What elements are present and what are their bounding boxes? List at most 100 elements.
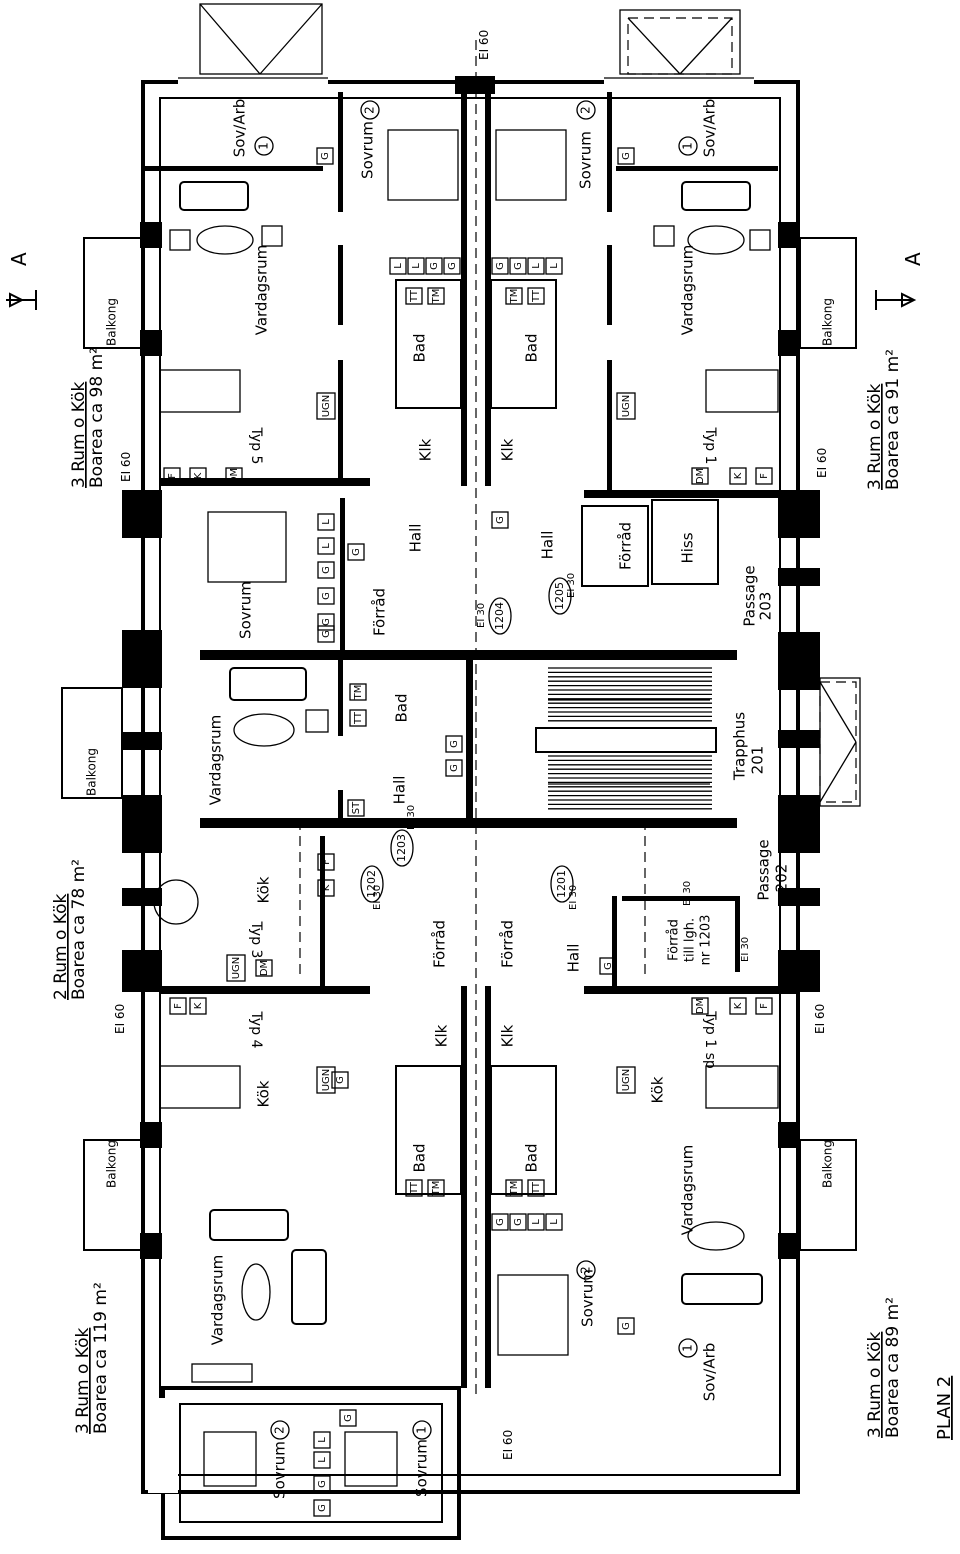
room-kok-br: Kök [649,1076,667,1103]
fixture-g-box-0 [316,147,334,165]
fixture-g-box-27 [317,625,335,643]
fixture-tm-box-31 [349,683,367,701]
fixture-ugn-box-37 [226,954,246,982]
plan-label: PLAN 2 [934,1376,955,1440]
room-forrad-note-1: Förråd [667,919,682,961]
furniture [153,129,779,1487]
room-balkong-tr: Balkong [821,298,835,346]
room-hall-mid: Hall [391,776,409,805]
fire-rating-bottom: EI 60 [501,1430,515,1460]
room-sovrum-br: Sovrum [579,1269,597,1327]
apartment-number-1203-ring [390,829,414,867]
room-sovrum-bottom-left: Sovrum [271,1441,289,1499]
apt-119-area: Boarea ca 119 m² [91,1282,111,1434]
room-sov-arb-tr: Sov/Arb [701,99,719,158]
room-hiss: Hiss [679,532,697,563]
room-bad-mid: Bad [393,693,411,722]
fixture-k-36: K [321,884,332,891]
room-klk-br: Klk [499,1024,517,1047]
room-forrad-right-mid: Förråd [499,920,517,968]
room-passage-203-number: 203 [757,592,775,621]
room-kok-bl: Kök [255,1080,273,1107]
fixture-l-10: L [549,263,560,269]
fixture-st-box-34 [347,799,365,817]
fixture-g-43: G [335,1076,346,1084]
circle-two-tl-ring [360,100,380,120]
fixture-k-box-41 [189,997,207,1015]
room-hall-right-top: Hall [539,531,557,560]
fixture-g-58: G [317,1480,328,1488]
fixture-g-29: G [495,516,506,524]
room-bad-tr: Bad [523,333,541,362]
fixture-l-box-54 [527,1213,545,1231]
fixture-tt-box-5 [405,287,423,305]
kitchen-typ1-sp: Typ 1 sp [702,1010,718,1069]
fixture-ugn-box-44 [616,1066,636,1094]
fire-rating-ei30-1204: EI 30 [476,603,487,628]
circle-two-bottom-left-ring [270,1420,290,1440]
kitchen-typ3: Typ 3 [248,921,264,959]
fixture-k-box-16 [189,467,207,485]
room-balkong-br: Balkong [821,1140,835,1188]
fixture-tm-box-49 [427,1179,445,1197]
apartment-number-1202: 1202 [365,870,378,898]
fixture-g-box-39 [599,957,617,975]
fixture-f-box-35 [317,853,335,871]
fixture-g-3: G [429,262,440,270]
fixture-tt-box-30 [349,709,367,727]
room-vardagsrum-br: Vardagsrum [679,1145,697,1236]
fire-rating-top: EI 60 [477,30,491,60]
fixture-tm-31: TM [353,685,364,701]
apt-89-title: 3 Rum o Kök [865,1331,885,1438]
apartment-number-1204-ring [488,597,512,635]
fixture-l-23: L [321,543,332,549]
room-forrad-note-3: nr 1203 [699,915,714,966]
circle-one-bottom: 1 [415,1426,429,1434]
apt-91-area: Boarea ca 91 m² [883,349,903,490]
fixture-g-box-43 [331,1071,349,1089]
room-vardagsrum-mid: Vardagsrum [207,715,225,806]
fixture-tt-box-48 [405,1179,423,1197]
fixture-g-box-7 [491,257,509,275]
fixture-l-box-60 [313,1431,331,1449]
fixture-tm-50: TM [509,1181,520,1197]
fixture-l-22: L [321,519,332,525]
fixture-ugn-box-42 [316,1066,336,1094]
apt-91-title: 3 Rum o Kök [865,383,885,490]
room-kok-mid: Kök [255,876,273,903]
section-arrow-right [875,290,917,310]
room-passage-203: Passage [741,565,759,626]
room-sovrum-bottom-right: Sovrum [413,1439,431,1497]
fixture-tm-11: TM [509,289,520,305]
apt-89-area: Boarea ca 89 m² [883,1297,903,1438]
circle-one-br: 1 [681,1344,695,1352]
fixture-k-41: K [193,1002,204,1009]
fixture-g-box-29 [491,511,509,529]
circle-one-tr: 1 [681,142,695,150]
fire-rating-ei30-1205: EI 30 [566,573,577,598]
fixture-l-box-22 [317,513,335,531]
apartment-number-1203: 1203 [395,834,408,862]
fixture-g-26: G [321,618,332,626]
fixture-l-box-1 [389,257,407,275]
apt-98-label: 3 Rum o Kök Boarea ca 98 m² [69,347,107,488]
room-klk-tr: Klk [499,438,517,461]
fixture-g-box-56 [617,1317,635,1335]
fixture-g-box-58 [313,1475,331,1493]
room-bad-br: Bad [523,1143,541,1172]
apt-119-title: 3 Rum o Kök [73,1327,93,1434]
fixture-ugn-18: UGN [621,395,632,418]
fire-rating-left-top: EI 60 [119,452,133,482]
fixture-g-4: G [447,262,458,270]
fixture-g-box-28 [347,543,365,561]
circle-one-br-ring [678,1338,698,1358]
fixture-l-54: L [531,1219,542,1225]
fixture-g-39: G [603,962,614,970]
left-wall-piers [122,222,162,1259]
fixture-g-box-8 [509,257,527,275]
fixture-g-7: G [495,262,506,270]
fixture-tt-box-51 [527,1179,545,1197]
fixture-f-47: F [759,1003,770,1009]
room-balkong-ml: Balkong [85,748,99,796]
apartment-number-1201: 1201 [555,870,568,898]
